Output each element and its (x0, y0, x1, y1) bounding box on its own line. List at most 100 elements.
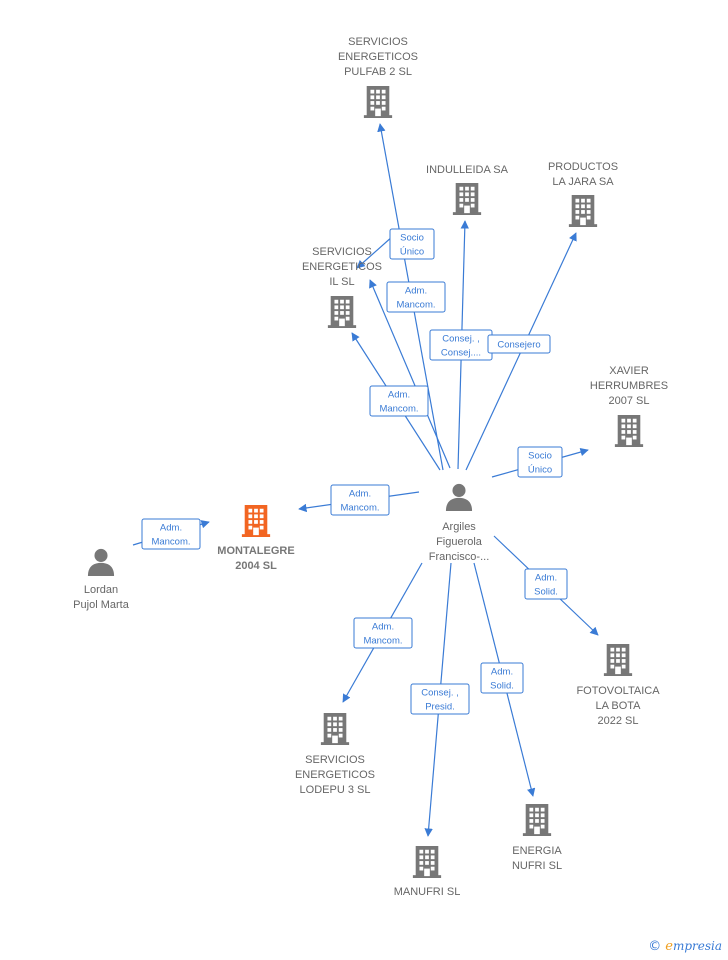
edge-label-text: Único (400, 247, 424, 258)
node-label: Pujol Marta (73, 599, 130, 611)
node-center[interactable]: ArgilesFiguerolaFrancisco-... (429, 483, 490, 563)
node-lodepu3[interactable]: SERVICIOS ENERGETICOS LODEPU 3 SL (295, 713, 375, 796)
logo-text: mpresia (672, 939, 722, 953)
node-label: Francisco-... (429, 551, 490, 563)
edge-label-text: Adm. (535, 573, 557, 584)
building-icon (452, 183, 482, 215)
node-label: IL SL (329, 276, 354, 288)
node-label: SERVICIOS (305, 754, 365, 766)
building-icon (522, 804, 552, 836)
node-label: 2022 SL (598, 715, 639, 727)
edge-label-box (524, 568, 568, 600)
node-label: ENERGETICOS (302, 261, 382, 273)
edge-label-text: Consej. , (442, 334, 480, 345)
edge-label-text: Socio (400, 233, 424, 244)
node-label: NUFRI SL (512, 860, 562, 872)
edge-label-box (517, 446, 563, 478)
edge-label-text: Adm. (372, 622, 394, 633)
node-label: MANUFRI SL (394, 886, 461, 898)
node-pulfab2[interactable]: SERVICIOS ENERGETICOS PULFAB 2 SL (338, 36, 418, 118)
building-icon (412, 846, 442, 878)
edge-label-box (141, 518, 201, 550)
empresia-logo: ©empresia (648, 938, 722, 954)
edge-label-text: Mancom. (363, 636, 402, 647)
node-label: Lordan (84, 584, 118, 596)
edge-label-text: Adm. (160, 523, 182, 534)
node-label: PRODUCTOS (548, 161, 618, 173)
node-nufri[interactable]: ENERGIA NUFRI SL (512, 804, 562, 872)
edge-label-text: Único (528, 465, 552, 476)
edge-label[interactable]: Adm. Mancom. (330, 484, 390, 516)
node-manufri[interactable]: MANUFRI SL (394, 846, 461, 898)
node-label: 2004 SL (235, 560, 277, 572)
edge-label[interactable]: Adm. Mancom. (386, 281, 446, 313)
edge-label-text: Mancom. (379, 404, 418, 415)
edge-label-text: Consej. , (421, 688, 459, 699)
edge-label-box (353, 617, 413, 649)
edge-label-text: Adm. (405, 286, 427, 297)
node-label: XAVIER (609, 365, 649, 377)
building-icon (614, 415, 644, 447)
node-indulleida[interactable]: INDULLEIDA SA (426, 164, 509, 215)
edge-label[interactable]: Adm.Solid. (524, 568, 568, 600)
building-icon (327, 296, 357, 328)
node-label: Figuerola (436, 536, 483, 548)
edge-label-text: Consej.... (441, 348, 481, 359)
edge-label-text: Mancom. (151, 537, 190, 548)
node-label: INDULLEIDA SA (426, 164, 509, 176)
node-fotovoltaica[interactable]: FOTOVOLTAICA LA BOTA 2022 SL (576, 644, 660, 727)
node-servil[interactable]: SERVICIOS ENERGETICOS IL SL (302, 246, 382, 328)
edge-label[interactable]: Adm. Mancom. (141, 518, 201, 550)
node-label: ENERGETICOS (338, 51, 418, 63)
node-label: LA JARA SA (552, 176, 614, 188)
edge-label-box (410, 683, 470, 715)
node-label: PULFAB 2 SL (344, 66, 412, 78)
building-icon (320, 713, 350, 745)
edge-label-text: Consejero (497, 340, 540, 351)
edge-label[interactable]: Consejero (487, 334, 551, 354)
building-icon (363, 86, 393, 118)
edge-label[interactable]: Adm. Solid. (480, 662, 524, 694)
edge-label-box (487, 334, 551, 354)
edge-label-text: Adm. (491, 667, 513, 678)
edge-label-text: Mancom. (396, 300, 435, 311)
edge-label-box (389, 228, 435, 260)
edge-label-text: Presid. (425, 702, 455, 713)
building-icon (568, 195, 598, 227)
node-label: HERRUMBRES (590, 380, 668, 392)
node-label: LODEPU 3 SL (300, 784, 371, 796)
edge-label[interactable]: Adm. Mancom. (369, 385, 429, 417)
edge-label-box (369, 385, 429, 417)
edge-label-box (330, 484, 390, 516)
node-label: Argiles (442, 521, 476, 533)
edge-label-text: Mancom. (340, 503, 379, 514)
edge-label-text: Solid. (490, 681, 514, 692)
edge-label[interactable]: Consej. , Presid. (410, 683, 470, 715)
edge-label[interactable]: Adm. Mancom. (353, 617, 413, 649)
edge-label-text: Adm. (349, 489, 371, 500)
edge-label[interactable]: Consej. , Consej.... (429, 329, 493, 361)
edge-label-text: Socio (528, 451, 552, 462)
node-label: LA BOTA (595, 700, 641, 712)
person-icon (445, 483, 473, 511)
building-icon (603, 644, 633, 676)
node-xavier[interactable]: XAVIER HERRUMBRES 2007 SL (590, 365, 668, 447)
node-label: ENERGETICOS (295, 769, 375, 781)
copyright-icon: © (648, 939, 662, 954)
node-label: SERVICIOS (312, 246, 372, 258)
node-label: 2007 SL (609, 395, 650, 407)
edge-label-box (386, 281, 446, 313)
node-label: ENERGIA (512, 845, 562, 857)
node-productos[interactable]: PRODUCTOS LA JARA SA (548, 161, 618, 227)
node-label: SERVICIOS (348, 36, 408, 48)
edge-label-box (480, 662, 524, 694)
node-label: FOTOVOLTAICA (576, 685, 660, 697)
person-icon (87, 548, 115, 576)
logo-letter: e (665, 939, 673, 954)
edge-label-text: Adm. (388, 390, 410, 401)
